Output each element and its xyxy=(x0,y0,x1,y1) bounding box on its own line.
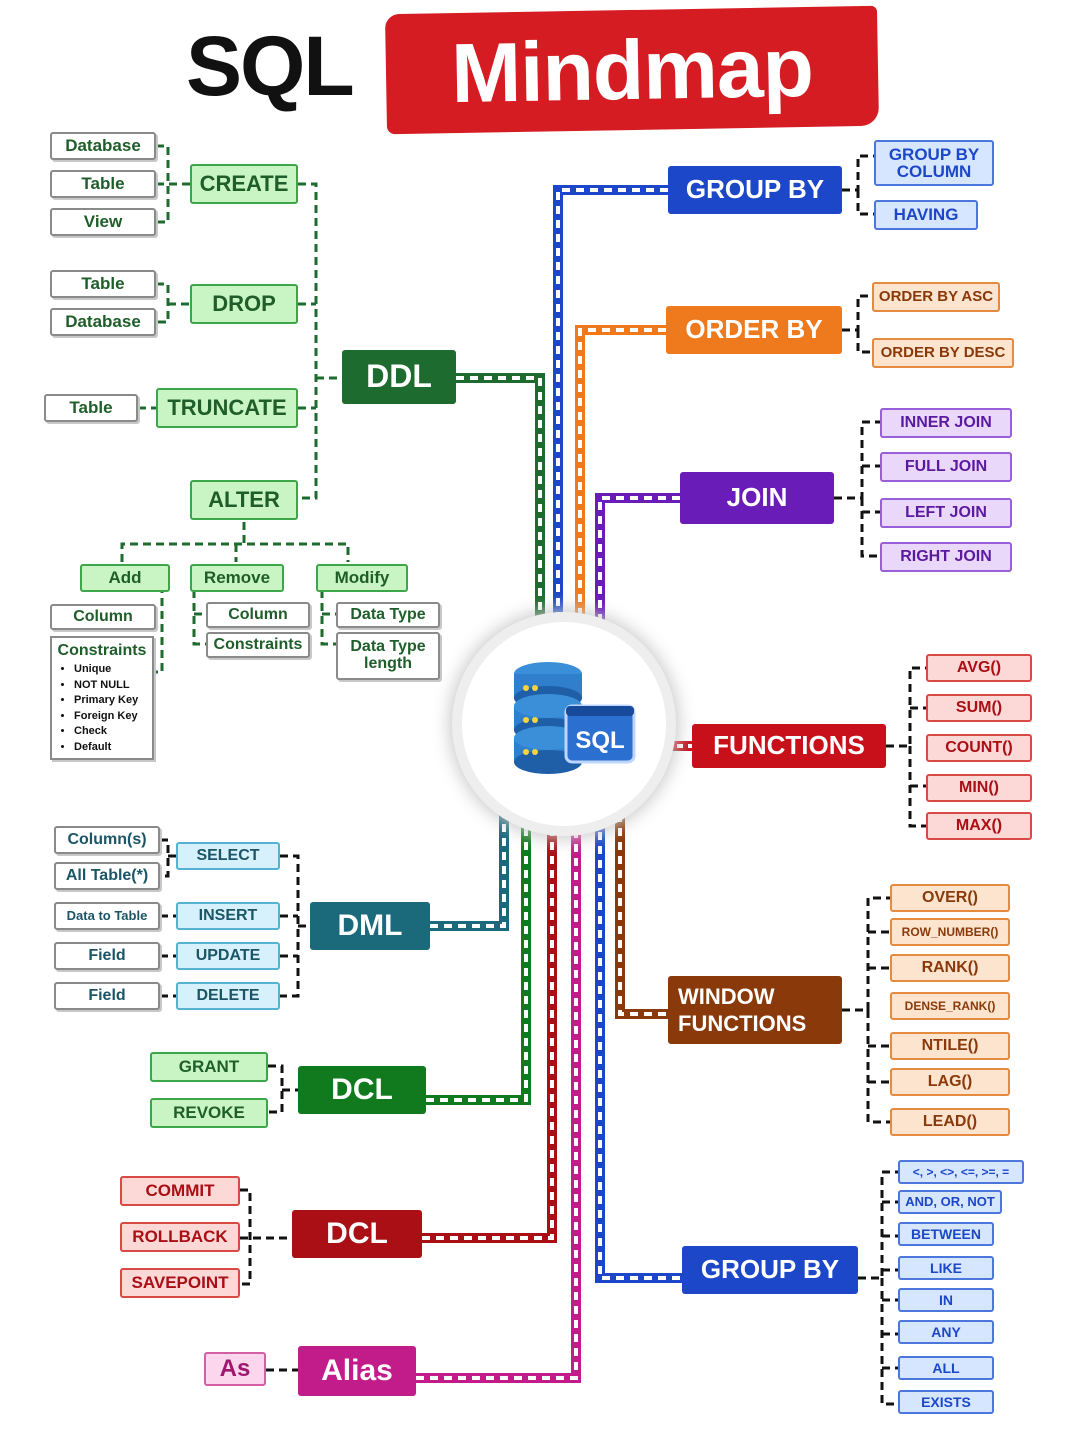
title-sql: SQL xyxy=(186,19,355,113)
title-mindmap: Mindmap xyxy=(384,5,880,135)
alias-as-node: As xyxy=(204,1352,266,1386)
modify-datatype-leaf: Data Type xyxy=(336,602,440,628)
constraints-list: Unique NOT NULL Primary Key Foreign Key … xyxy=(56,662,152,755)
update-field-leaf: Field xyxy=(54,942,160,970)
inner-join-node: INNER JOIN xyxy=(880,408,1012,438)
wf-lag-node: LAG() xyxy=(890,1068,1010,1096)
wf-rank-node: RANK() xyxy=(890,954,1010,982)
truncate-node: TRUNCATE xyxy=(156,388,298,428)
dml-insert-node: INSERT xyxy=(176,902,280,930)
tcl-commit-node: COMMIT xyxy=(120,1176,240,1206)
window-trunk-line xyxy=(615,814,668,1019)
join-trunk-line xyxy=(595,493,680,630)
drop-database-leaf: Database xyxy=(50,308,156,336)
constraint-item: Check xyxy=(74,724,152,740)
create-view-leaf: View xyxy=(50,208,156,236)
wf-over-node: OVER() xyxy=(890,884,1010,912)
dcl-node: DCL xyxy=(298,1066,426,1114)
op-logical-node: AND, OR, NOT xyxy=(898,1190,1002,1214)
fn-max-node: MAX() xyxy=(926,812,1032,840)
alter-node: ALTER xyxy=(190,480,298,520)
remove-constraints-leaf: Constraints xyxy=(206,632,310,658)
orderby-asc-node: ORDER BY ASC xyxy=(872,282,1000,312)
right-join-node: RIGHT JOIN xyxy=(880,542,1012,572)
tcl-trunk-line xyxy=(422,822,557,1243)
operators-node: GROUP BY xyxy=(682,1246,858,1294)
truncate-table-leaf: Table xyxy=(44,394,138,422)
ddl-node: DDL xyxy=(342,350,456,404)
op-in-node: IN xyxy=(898,1288,994,1312)
wf-ntile-node: NTILE() xyxy=(890,1032,1010,1060)
constraint-item: Default xyxy=(74,740,152,756)
dcl-revoke-node: REVOKE xyxy=(150,1098,268,1128)
functions-node: FUNCTIONS xyxy=(692,724,886,768)
dml-select-node: SELECT xyxy=(176,842,280,870)
create-table-leaf: Table xyxy=(50,170,156,198)
dcl-grant-node: GRANT xyxy=(150,1052,268,1082)
op-like-node: LIKE xyxy=(898,1256,994,1280)
dml-node: DML xyxy=(310,902,430,950)
create-node: CREATE xyxy=(190,164,298,204)
orderby-desc-node: ORDER BY DESC xyxy=(872,338,1014,368)
constraint-item: Foreign Key xyxy=(74,709,152,725)
op-between-node: BETWEEN xyxy=(898,1222,994,1246)
fn-min-node: MIN() xyxy=(926,774,1032,802)
dml-trunk-line xyxy=(430,810,509,931)
left-join-node: LEFT JOIN xyxy=(880,498,1012,528)
drop-node: DROP xyxy=(190,284,298,324)
ddl-trunk-line xyxy=(456,373,545,625)
groupby-node: GROUP BY xyxy=(668,166,842,214)
add-column-leaf: Column xyxy=(50,604,156,630)
full-join-node: FULL JOIN xyxy=(880,452,1012,482)
join-node: JOIN xyxy=(680,472,834,524)
hub-label: SQL xyxy=(575,727,624,754)
orderby-trunk-line xyxy=(575,325,666,628)
tcl-savepoint-node: SAVEPOINT xyxy=(120,1268,240,1298)
drop-table-leaf: Table xyxy=(50,270,156,298)
alter-remove-node: Remove xyxy=(190,564,284,592)
wf-row-number-node: ROW_NUMBER() xyxy=(890,918,1010,946)
op-all-node: ALL xyxy=(898,1356,994,1380)
constraint-item: Unique xyxy=(74,662,152,678)
op-exists-node: EXISTS xyxy=(898,1390,994,1414)
alias-trunk-line xyxy=(416,824,581,1383)
fn-count-node: COUNT() xyxy=(926,734,1032,762)
wf-dense-rank-node: DENSE_RANK() xyxy=(890,992,1010,1020)
remove-column-leaf: Column xyxy=(206,602,310,628)
alias-node: Alias xyxy=(298,1346,416,1396)
constraints-heading: Constraints xyxy=(57,642,147,659)
alter-add-node: Add xyxy=(80,564,170,592)
wf-lead-node: LEAD() xyxy=(890,1108,1010,1136)
modify-datatype-length-leaf: Data Type length xyxy=(336,632,440,680)
select-all-table-leaf: All Table(*) xyxy=(54,862,160,890)
dml-update-node: UPDATE xyxy=(176,942,280,970)
orderby-node: ORDER BY xyxy=(666,306,842,354)
operators-trunk-line xyxy=(595,818,682,1283)
having-node: HAVING xyxy=(874,200,978,230)
select-columns-leaf: Column(s) xyxy=(54,826,160,854)
dml-delete-node: DELETE xyxy=(176,982,280,1010)
groupby-trunk-line xyxy=(553,185,668,622)
alter-modify-node: Modify xyxy=(316,564,408,592)
constraint-item: NOT NULL xyxy=(74,678,152,694)
constraint-item: Primary Key xyxy=(74,693,152,709)
add-constraints-leaf: Constraints Unique NOT NULL Primary Key … xyxy=(50,636,154,760)
delete-field-leaf: Field xyxy=(54,982,160,1010)
dcl-trunk-line xyxy=(426,818,531,1105)
fn-sum-node: SUM() xyxy=(926,694,1032,722)
op-comparison-node: <, >, <>, <=, >=, = xyxy=(898,1160,1024,1184)
insert-data-leaf: Data to Table xyxy=(54,902,160,930)
tcl-node: DCL xyxy=(292,1210,422,1258)
fn-avg-node: AVG() xyxy=(926,654,1032,682)
sql-hub: SQL xyxy=(462,622,666,826)
create-database-leaf: Database xyxy=(50,132,156,160)
groupby-column-node: GROUP BY COLUMN xyxy=(874,140,994,186)
window-functions-node: WINDOW FUNCTIONS xyxy=(668,976,842,1044)
database-sql-icon: SQL xyxy=(514,662,636,774)
op-any-node: ANY xyxy=(898,1320,994,1344)
tcl-rollback-node: ROLLBACK xyxy=(120,1222,240,1252)
